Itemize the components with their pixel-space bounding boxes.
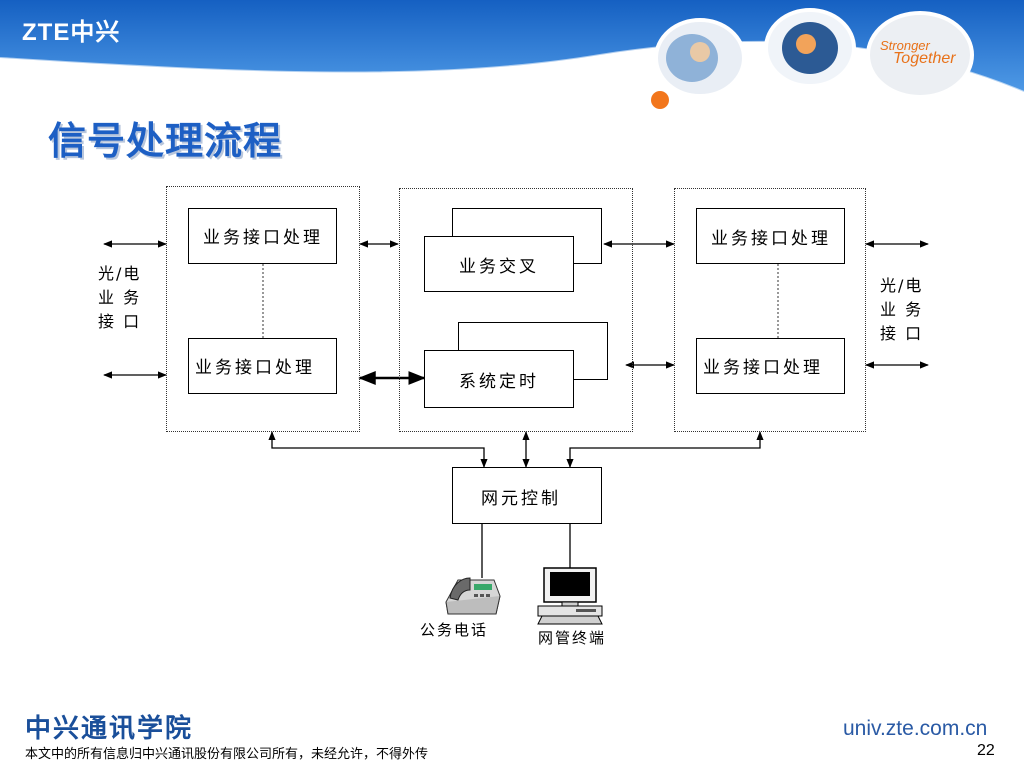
center-card-frame xyxy=(399,188,633,432)
network-element-control-box: 网元控制 xyxy=(452,467,602,524)
phone-label: 公务电话 xyxy=(420,621,489,639)
control-bus-right xyxy=(566,431,764,468)
right-card-frame xyxy=(674,188,866,432)
slogan-line-1: Stronger xyxy=(880,38,930,53)
right-service-interface-bottom: 业务接口处理 xyxy=(696,338,845,394)
left-service-interface-top: 业务接口处理 xyxy=(188,208,337,264)
footer-copyright-note: 本文中的所有信息归中兴通讯股份有限公司所有，未经允许，不得外传 xyxy=(25,747,429,762)
right-interface-label: 光/电 业 务 接 口 xyxy=(880,276,924,343)
footer-organization: 中兴通讯学院 xyxy=(25,714,194,744)
left-card-frame xyxy=(166,186,360,432)
control-bus-left xyxy=(268,431,488,468)
slogan-bubble-icon xyxy=(866,11,974,99)
slogan-line-2: Together xyxy=(893,50,956,67)
orange-dot-icon xyxy=(651,91,669,109)
zte-logo: ZTE中兴 xyxy=(22,19,121,46)
telephone-icon xyxy=(445,577,501,615)
terminal-label: 网管终端 xyxy=(538,629,607,647)
right-service-interface-top: 业务接口处理 xyxy=(696,208,845,264)
footer-website: univ.zte.com.cn xyxy=(843,717,988,740)
system-timing-box: 系统定时 xyxy=(424,350,574,408)
computer-terminal-icon xyxy=(537,567,603,625)
left-interface-label: 光/电 业 务 接 口 xyxy=(98,264,142,331)
photo-bubble-2-icon xyxy=(764,8,856,88)
page-title: 信号处理流程 xyxy=(48,119,283,163)
page-number: 22 xyxy=(977,742,995,759)
photo-bubble-1-icon xyxy=(654,18,746,98)
cross-connect-box: 业务交叉 xyxy=(424,236,574,292)
header-banner xyxy=(0,0,1024,109)
left-service-interface-bottom: 业务接口处理 xyxy=(188,338,337,394)
